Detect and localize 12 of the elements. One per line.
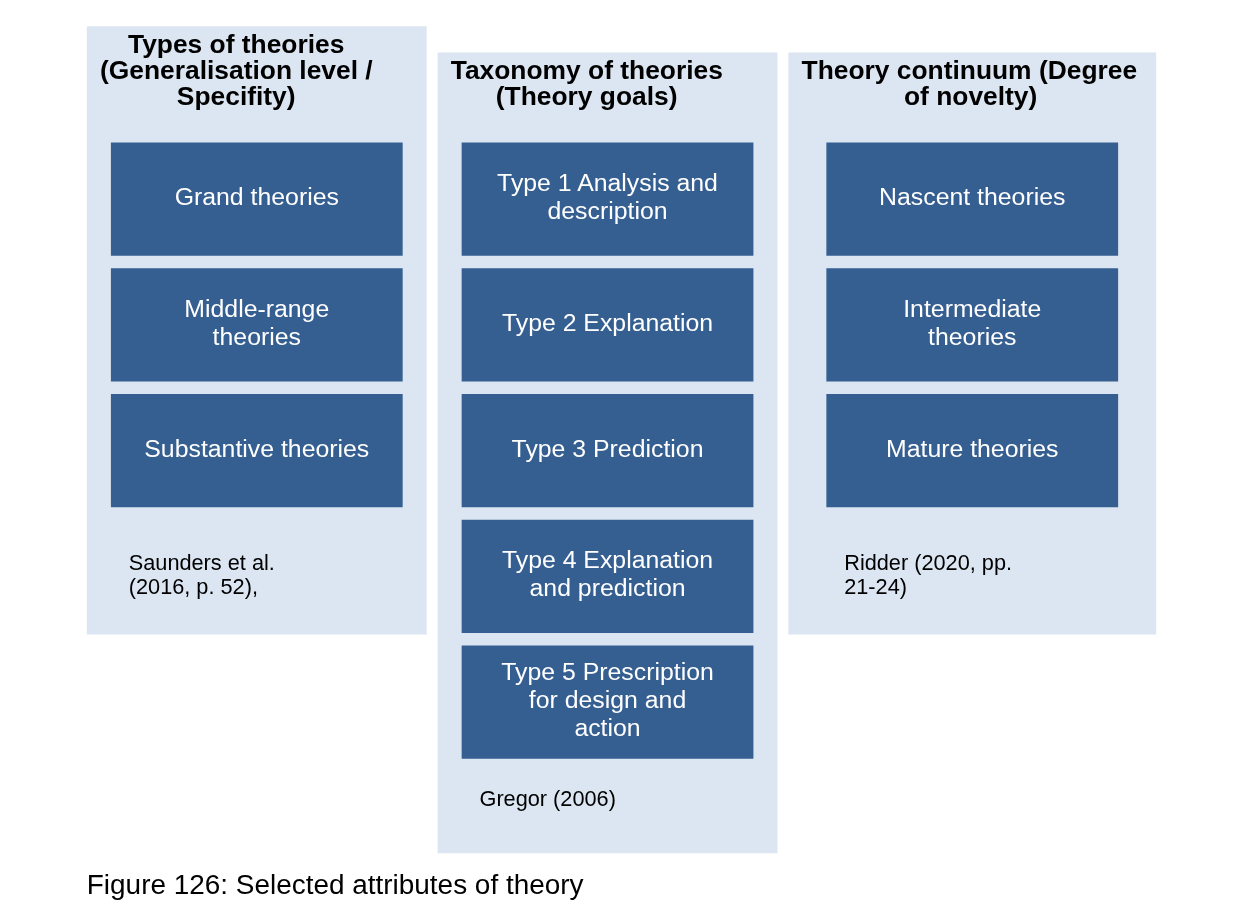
node-box: Middle-range theories xyxy=(110,268,403,382)
node-box: Mature theories xyxy=(825,394,1118,508)
node-box: Grand theories xyxy=(110,142,403,256)
caption: Figure 126: Selected attributes of theory xyxy=(86,868,584,900)
node-box: Type 3 Prediction xyxy=(461,394,753,508)
node-box: Type 4 Explanation and prediction xyxy=(461,519,753,633)
node-box: Nascent theories xyxy=(825,142,1118,256)
node-box: Type 2 Explanation xyxy=(461,268,753,382)
node-box: Type 1 Analysis and description xyxy=(461,142,753,256)
node-box: Substantive theories xyxy=(110,394,403,508)
node-box: Intermediate theories xyxy=(825,268,1118,382)
node-box: Type 5 Prescription for design and action xyxy=(461,645,753,759)
